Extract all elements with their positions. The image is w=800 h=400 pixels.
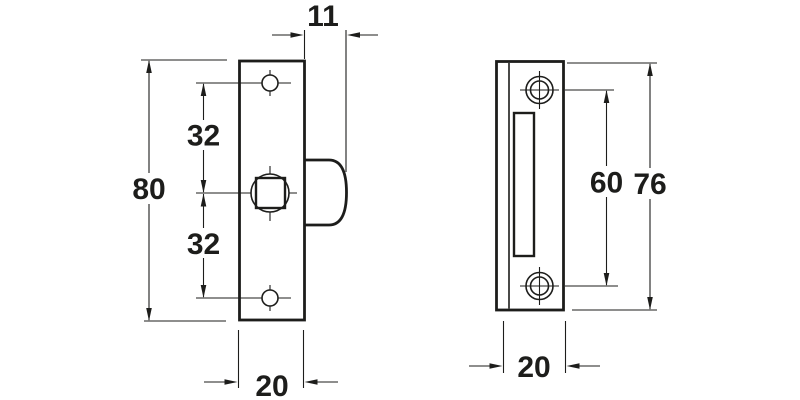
strike-plate-outline bbox=[495, 60, 565, 312]
screw-hole-circle bbox=[529, 80, 550, 100]
screw-hole-top bbox=[196, 70, 291, 96]
latch-bolt bbox=[303, 158, 348, 227]
label-background bbox=[629, 168, 671, 199]
dimension-top-hole-to-spindle: 32 bbox=[183, 83, 224, 193]
dimension-overall-height: 80 bbox=[128, 59, 227, 322]
dimension-label: 32 bbox=[187, 228, 220, 261]
dimension-latch-projection: 11 bbox=[272, 0, 378, 172]
arrowhead-down-icon bbox=[647, 297, 653, 310]
screw-hole-circle bbox=[529, 276, 550, 296]
countersunk-hole-top bbox=[520, 71, 559, 109]
arrowhead-down-icon bbox=[200, 285, 207, 298]
latch-opening-slot bbox=[512, 111, 536, 258]
screw-hole-circle bbox=[261, 289, 279, 307]
spindle-square bbox=[254, 176, 287, 210]
arrowhead-right-icon bbox=[489, 363, 503, 369]
arrowhead-down-icon bbox=[200, 180, 207, 193]
arrowhead-up-icon bbox=[146, 60, 152, 73]
dimension-label: 20 bbox=[517, 351, 550, 384]
dimension-label: 60 bbox=[590, 167, 623, 200]
arrowhead-left-icon bbox=[566, 363, 580, 369]
spindle-circle bbox=[250, 173, 290, 213]
arrowhead-right-icon bbox=[290, 32, 304, 38]
label-background bbox=[183, 228, 224, 258]
screw-hole-bottom bbox=[196, 285, 291, 311]
dimension-label: 76 bbox=[633, 168, 666, 201]
countersink-circle bbox=[525, 75, 554, 105]
countersink-circle bbox=[525, 271, 554, 301]
strike-plate-view: 60 76 20 bbox=[469, 60, 671, 384]
dimension-width: 20 bbox=[469, 321, 600, 384]
dimension-hole-centers: 60 bbox=[565, 89, 627, 287]
arrowhead-right-icon bbox=[224, 379, 238, 385]
front-view: 11 80 32 32 bbox=[128, 0, 378, 400]
label-background bbox=[128, 173, 170, 204]
arrowhead-up-icon bbox=[647, 63, 653, 76]
arrowhead-up-icon bbox=[200, 193, 207, 207]
dimension-spindle-to-bottom-hole: 32 bbox=[183, 193, 224, 298]
arrowhead-left-icon bbox=[347, 32, 360, 38]
dimension-label: 20 bbox=[255, 370, 288, 400]
label-background bbox=[586, 166, 627, 197]
arrowhead-down-icon bbox=[603, 273, 610, 286]
dimension-label: 80 bbox=[132, 173, 165, 206]
arrowhead-left-icon bbox=[304, 379, 318, 385]
dimension-label: 11 bbox=[307, 0, 339, 33]
dimension-label: 32 bbox=[187, 120, 220, 153]
label-background bbox=[183, 120, 224, 150]
arrowhead-down-icon bbox=[146, 308, 152, 321]
dimension-overall-height: 76 bbox=[567, 62, 671, 311]
screw-hole-circle bbox=[261, 74, 279, 92]
dimension-width: 20 bbox=[204, 330, 338, 400]
arrowhead-up-icon bbox=[603, 90, 610, 103]
countersunk-hole-bottom bbox=[520, 267, 559, 305]
spindle-hole bbox=[196, 166, 297, 221]
arrowhead-up-icon bbox=[200, 83, 207, 96]
